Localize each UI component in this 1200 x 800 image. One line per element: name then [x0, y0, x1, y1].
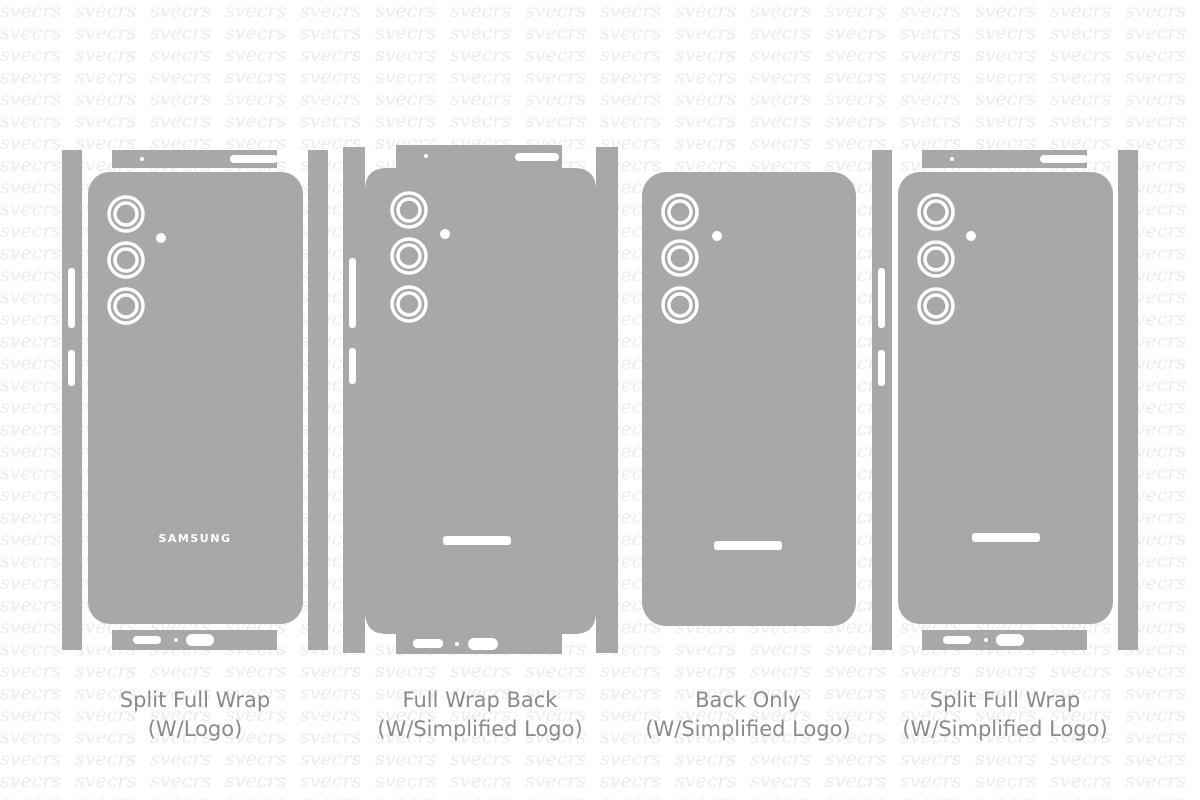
samsung-logo: SAMSUNG [159, 532, 232, 545]
caption-title: Split Full Wrap [119, 688, 271, 712]
caption-variant: (W/Simplified Logo) [377, 717, 583, 741]
simplified-logo [443, 536, 511, 545]
caption-title: Back Only [695, 688, 801, 712]
simplified-logo [972, 533, 1040, 542]
caption-title: Split Full Wrap [929, 688, 1081, 712]
template-back-only [642, 172, 856, 626]
caption-variant: (W/Simplified Logo) [645, 717, 851, 741]
back-panel [88, 172, 303, 624]
camera-lenses-4 [917, 193, 955, 325]
top-strip [922, 150, 1087, 168]
template-split-full-wrap-simplified [872, 150, 1138, 650]
caption-template-3: Back Only (W/Simplified Logo) [618, 686, 878, 744]
camera-lenses-2 [390, 191, 428, 323]
simplified-logo [714, 541, 782, 550]
caption-template-1: Split Full Wrap (W/Logo) [65, 686, 325, 744]
right-side-strip [1118, 150, 1138, 650]
left-side-strip [343, 147, 365, 653]
top-strip [112, 150, 277, 168]
back-panel [898, 172, 1113, 624]
camera-lenses-1 [107, 195, 145, 325]
template-full-wrap-back [343, 145, 618, 654]
wrap-panel [365, 145, 596, 654]
caption-template-2: Full Wrap Back (W/Simplified Logo) [350, 686, 610, 744]
caption-template-4: Split Full Wrap (W/Simplified Logo) [875, 686, 1135, 744]
left-side-strip [872, 150, 892, 650]
back-panel [642, 172, 856, 626]
camera-lenses-3 [661, 193, 699, 324]
right-side-strip [596, 147, 618, 653]
left-side-strip [62, 150, 82, 650]
caption-title: Full Wrap Back [402, 688, 558, 712]
right-side-strip [308, 150, 328, 650]
caption-variant: (W/Logo) [147, 717, 243, 741]
caption-variant: (W/Simplified Logo) [902, 717, 1108, 741]
template-split-full-wrap-logo [62, 150, 328, 650]
